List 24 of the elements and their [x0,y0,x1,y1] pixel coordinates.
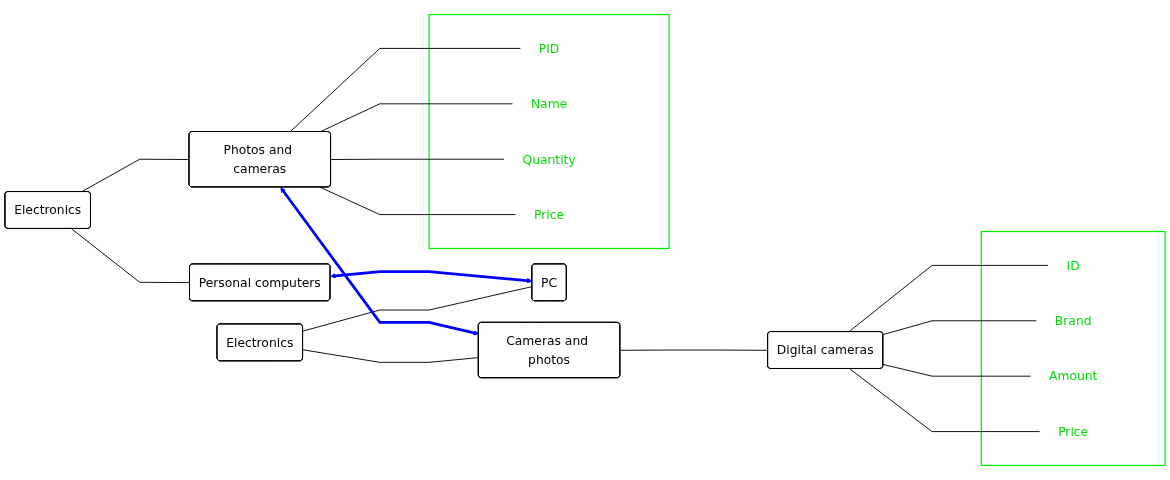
connector [849,368,1041,433]
node-text: PID [538,41,560,56]
cluster [980,230,1166,467]
connector [302,286,533,332]
connector [81,158,190,193]
node-text: Name [530,96,568,112]
connector [319,186,517,216]
node-text: Amount [1048,368,1098,384]
node-text: Quantity [522,151,576,167]
arrow [280,187,479,336]
node-text: ID [1066,258,1080,273]
connector [330,158,505,160]
connector [882,364,1031,377]
arrow [330,270,533,284]
connector [302,349,480,363]
node-text: Price [1058,424,1089,439]
connector [848,264,1049,333]
connector [882,320,1037,336]
connector [289,47,521,133]
node-text: Price [534,207,565,222]
node-text: Brand [1054,313,1092,329]
cluster [428,13,670,250]
connector [619,349,769,351]
connector [71,228,191,284]
